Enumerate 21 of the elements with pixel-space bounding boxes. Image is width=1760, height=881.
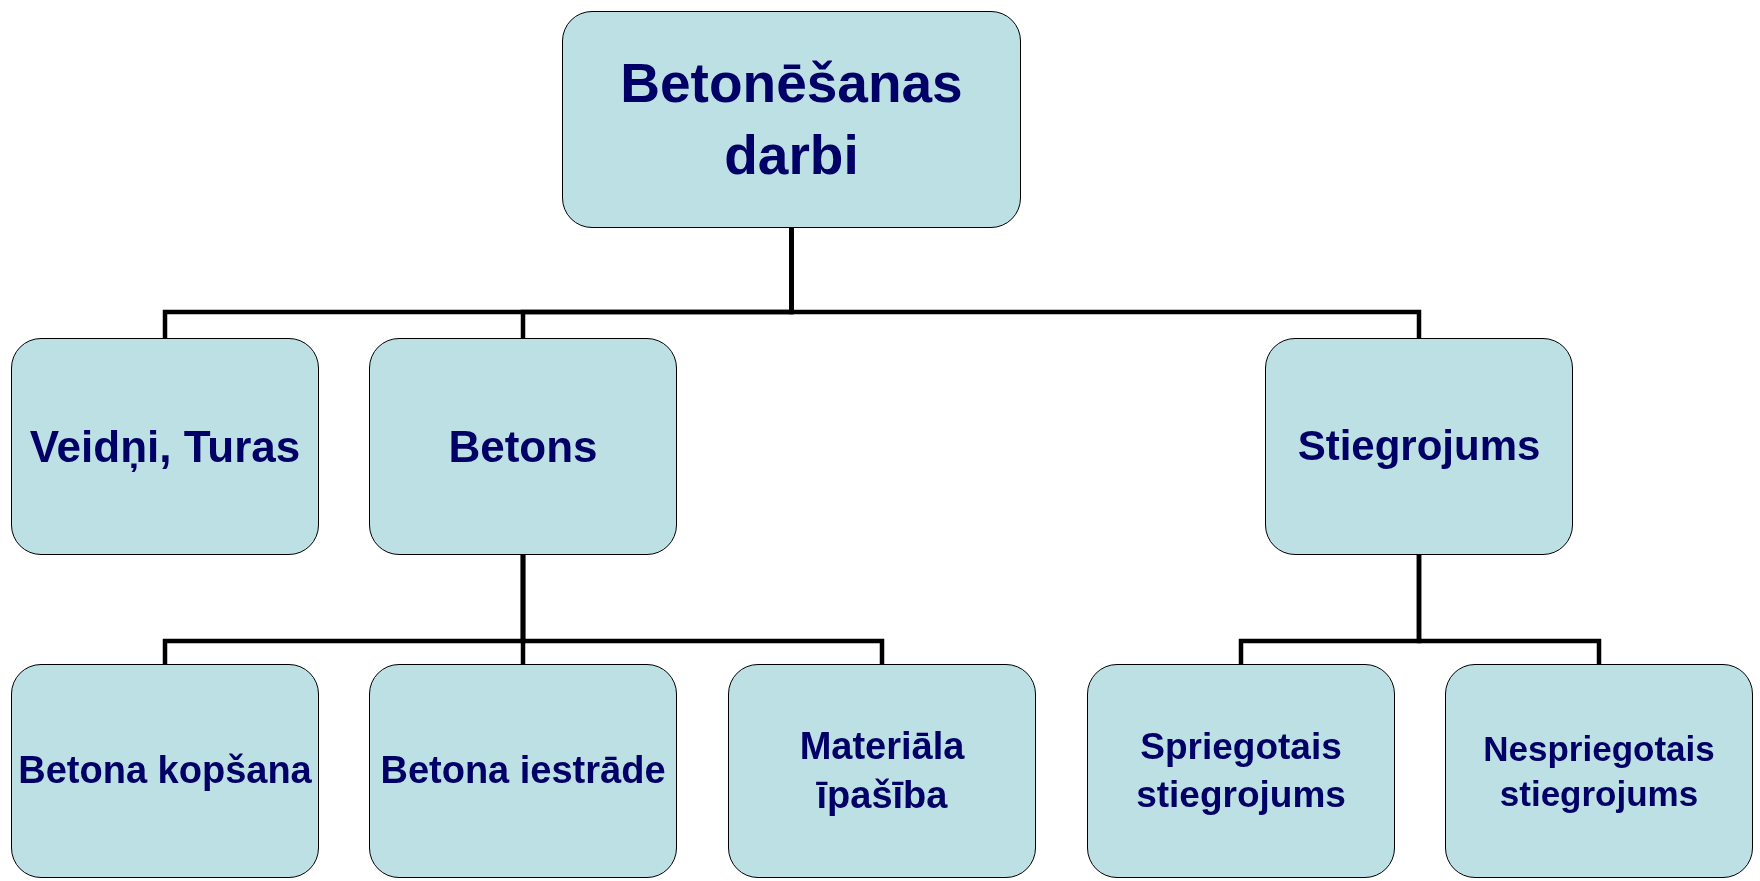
topic-box <box>1445 664 1753 878</box>
connector-line <box>789 228 1422 338</box>
topic-box <box>11 664 319 878</box>
connector-line <box>520 555 885 664</box>
box-label: Materiāla īpašība <box>798 723 966 818</box>
topic-box <box>728 664 1036 878</box>
topic-box <box>1087 664 1395 878</box>
topic-box <box>562 11 1021 228</box>
topic-box <box>11 338 319 555</box>
box-label: Betonēšanas darbi <box>619 51 964 188</box>
box-label: Nespriegotais stiegrojums <box>1482 727 1716 815</box>
box-label: Betona kopšana <box>18 748 312 794</box>
box-label: Betons <box>448 420 598 473</box>
connector-line <box>1416 555 1602 664</box>
topic-box <box>1265 338 1573 555</box>
topic-box <box>369 338 677 555</box>
box-label: Veidņi, Turas <box>29 420 301 474</box>
box-label: Betona iestrāde <box>380 748 666 794</box>
box-label: Spriegotais stiegrojums <box>1135 724 1347 817</box>
topic-box <box>369 664 677 878</box>
box-label: Stiegrojums <box>1297 421 1541 472</box>
